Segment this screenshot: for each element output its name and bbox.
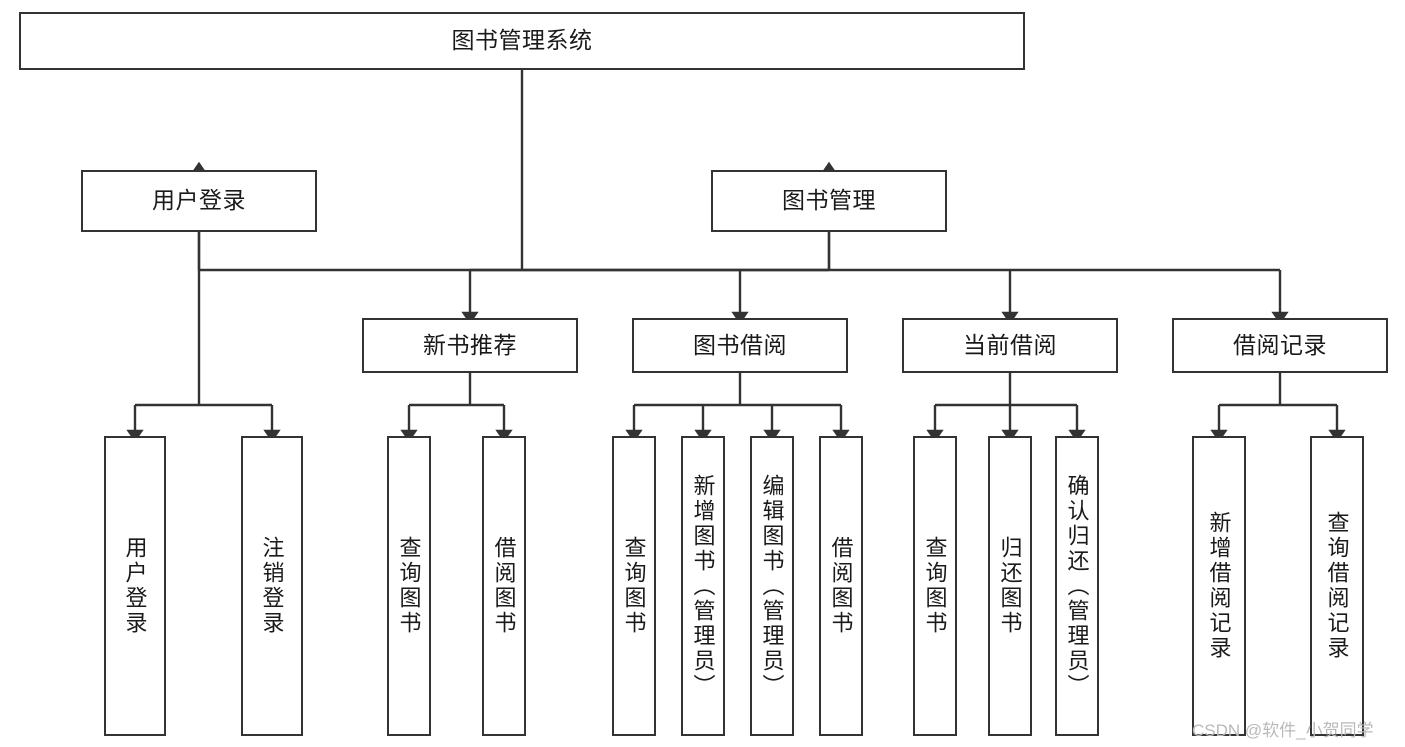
node-label: 查询图书 [396, 536, 422, 636]
node-bookmgmt[interactable]: 图书管理 [711, 170, 947, 232]
node-label: 查询图书 [922, 536, 948, 636]
node-label: 编辑图书（管理员） [759, 473, 785, 699]
node-label: 查询图书 [621, 536, 647, 636]
node-leaf-user-logout[interactable]: 注销登录 [241, 436, 303, 736]
node-label: 用户登录 [122, 536, 148, 636]
node-label: 借阅图书 [491, 536, 517, 636]
node-label: 图书管理 [782, 187, 876, 214]
node-borrow[interactable]: 图书借阅 [632, 318, 848, 373]
node-label: 借阅图书 [828, 536, 854, 636]
node-leaf-r-query[interactable]: 查询借阅记录 [1310, 436, 1364, 736]
node-newrec[interactable]: 新书推荐 [362, 318, 578, 373]
node-leaf-b-add[interactable]: 新增图书（管理员） [681, 436, 725, 736]
conn-records [1210, 373, 1346, 443]
node-leaf-c-return[interactable]: 归还图书 [988, 436, 1032, 736]
node-leaf-r-add[interactable]: 新增借阅记录 [1192, 436, 1246, 736]
node-label: 用户登录 [152, 187, 246, 214]
watermark: CSDN @软件_小贺同学 [1192, 721, 1374, 740]
node-label: 新增图书（管理员） [690, 473, 716, 699]
node-label: 确认归还（管理员） [1064, 473, 1090, 699]
node-leaf-new-query[interactable]: 查询图书 [387, 436, 431, 736]
conn-bookmgmt [461, 232, 1289, 325]
node-label: 归还图书 [997, 536, 1023, 636]
node-label: 查询借阅记录 [1324, 511, 1350, 661]
node-label: 图书借阅 [693, 331, 787, 358]
node-label: 借阅记录 [1233, 331, 1327, 358]
node-leaf-user-login[interactable]: 用户登录 [104, 436, 166, 736]
node-label: 新增借阅记录 [1206, 511, 1232, 661]
node-leaf-c-confirm[interactable]: 确认归还（管理员） [1055, 436, 1099, 736]
node-leaf-b-borrow[interactable]: 借阅图书 [819, 436, 863, 736]
node-leaf-b-edit[interactable]: 编辑图书（管理员） [750, 436, 794, 736]
node-leaf-new-borrow[interactable]: 借阅图书 [482, 436, 526, 736]
node-current[interactable]: 当前借阅 [902, 318, 1118, 373]
conn-login [126, 232, 281, 443]
node-leaf-c-query[interactable]: 查询图书 [913, 436, 957, 736]
node-label: 注销登录 [259, 536, 285, 636]
node-records[interactable]: 借阅记录 [1172, 318, 1388, 373]
node-leaf-b-query[interactable]: 查询图书 [612, 436, 656, 736]
node-label: 当前借阅 [963, 331, 1057, 358]
node-label: 图书管理系统 [451, 27, 593, 54]
conn-newrec [400, 373, 513, 443]
node-root[interactable]: 图书管理系统 [19, 12, 1025, 70]
node-login[interactable]: 用户登录 [81, 170, 317, 232]
conn-borrow [625, 373, 850, 443]
conn-current [926, 373, 1086, 443]
node-label: 新书推荐 [423, 331, 517, 358]
